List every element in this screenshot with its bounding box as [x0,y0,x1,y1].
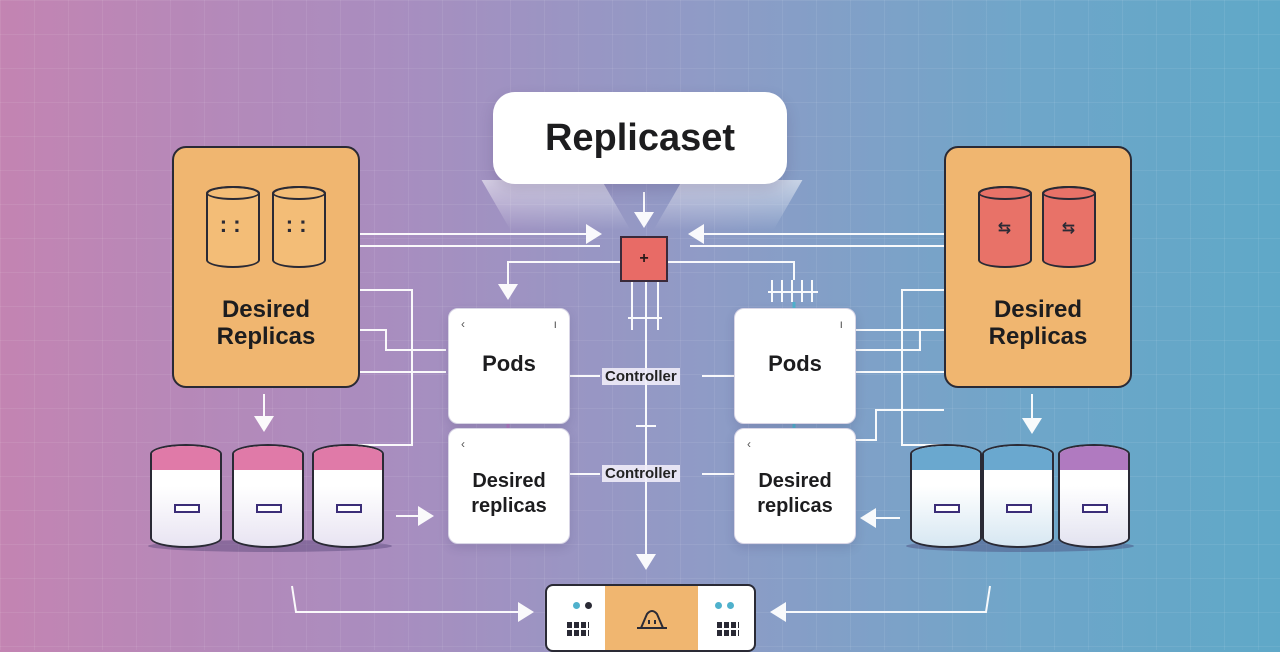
controller-label: Controller [602,368,680,385]
replica-database-icon[interactable] [312,444,384,548]
database-icon: ⇆ [978,186,1032,268]
replica-database-icon[interactable] [1058,444,1130,548]
replica-database-icon[interactable] [150,444,222,548]
database-icon: ⠅⠅ [272,186,326,268]
right-desired-replicas-panel[interactable]: ⇆ ⇆ Desired Replicas [944,146,1132,388]
desired-replicas-label: Desired replicas [471,470,547,517]
replica-database-icon[interactable] [232,444,304,548]
corner-mark: ‹ [461,317,465,331]
database-icon: ⇆ [1042,186,1096,268]
panel-label: Desired Replicas [988,296,1088,350]
pods-label: Pods [482,351,536,376]
status-dot [585,602,592,609]
right-pods-card[interactable]: ı Pods [734,308,856,424]
grid-icon [567,622,589,636]
bottom-node[interactable] [545,584,756,652]
left-desired-replicas-card[interactable]: ‹ Desired replicas [448,428,570,544]
bell-icon [636,610,667,629]
corner-mark: ı [839,317,843,331]
replica-database-icon[interactable] [910,444,982,548]
corner-mark: ı [553,317,557,331]
title-text: Replicaset [544,116,736,159]
center-panel [605,586,698,650]
right-desired-replicas-card[interactable]: ‹ Desired replicas [734,428,856,544]
corner-mark: ‹ [461,437,465,451]
status-dot [573,602,580,609]
left-pods-card[interactable]: ‹ ı Pods [448,308,570,424]
status-dot [727,602,734,609]
desired-replicas-label: Desired replicas [757,470,833,517]
panel-label: Desired Replicas [216,296,316,350]
left-desired-replicas-panel[interactable]: ⠅⠅ ⠅⠅ Desired Replicas [172,146,360,388]
corner-mark: ‹ [747,437,751,451]
plus-node[interactable]: + [620,236,668,282]
status-dot [715,602,722,609]
page-title: Replicaset [493,92,787,184]
plus-symbol: + [639,250,649,267]
replica-database-icon[interactable] [982,444,1054,548]
pods-label: Pods [768,351,822,376]
grid-icon [717,622,739,636]
database-icon: ⠅⠅ [206,186,260,268]
controller-label: Controller [602,465,680,482]
